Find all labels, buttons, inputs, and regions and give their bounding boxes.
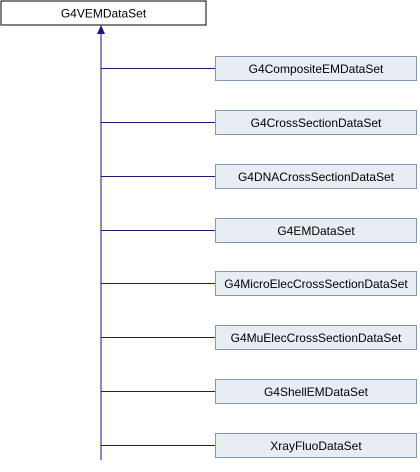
derived-class-label: XrayFluoDataSet	[270, 439, 362, 453]
derived-class-box	[215, 379, 417, 404]
derived-class-box	[215, 56, 417, 81]
derived-class-box	[215, 325, 417, 350]
derived-class-label: G4CompositeEMDataSet	[249, 62, 384, 76]
inheritance-edges	[97, 25, 215, 460]
base-class-box	[0, 0, 207, 26]
derived-class-box	[215, 271, 417, 296]
derived-class-node[interactable]: G4EMDataSet	[215, 218, 417, 243]
derived-class-label: G4EMDataSet	[277, 224, 355, 238]
derived-class-node[interactable]: G4MicroElecCrossSectionDataSet	[215, 271, 417, 296]
derived-class-label: G4ShellEMDataSet	[264, 385, 369, 399]
derived-class-label: G4DNACrossSectionDataSet	[238, 170, 395, 184]
derived-class-box	[215, 218, 417, 243]
derived-class-node[interactable]: G4MuElecCrossSectionDataSet	[215, 325, 417, 350]
derived-class-box	[215, 164, 417, 189]
derived-class-label: G4CrossSectionDataSet	[251, 116, 382, 130]
derived-class-node[interactable]: G4CompositeEMDataSet	[215, 56, 417, 81]
derived-class-node[interactable]: G4DNACrossSectionDataSet	[215, 164, 417, 189]
base-class-label: G4VEMDataSet	[61, 7, 147, 21]
derived-class-box	[215, 433, 417, 458]
derived-class-label: G4MuElecCrossSectionDataSet	[231, 331, 402, 345]
derived-class-label: G4MicroElecCrossSectionDataSet	[224, 277, 408, 291]
derived-class-node[interactable]: G4CrossSectionDataSet	[215, 110, 417, 135]
derived-class-node[interactable]: XrayFluoDataSet	[215, 433, 417, 458]
inheritance-arrowhead	[97, 25, 105, 34]
derived-class-box	[215, 110, 417, 135]
base-class-node[interactable]: G4VEMDataSet	[0, 0, 207, 26]
derived-class-node[interactable]: G4ShellEMDataSet	[215, 379, 417, 404]
